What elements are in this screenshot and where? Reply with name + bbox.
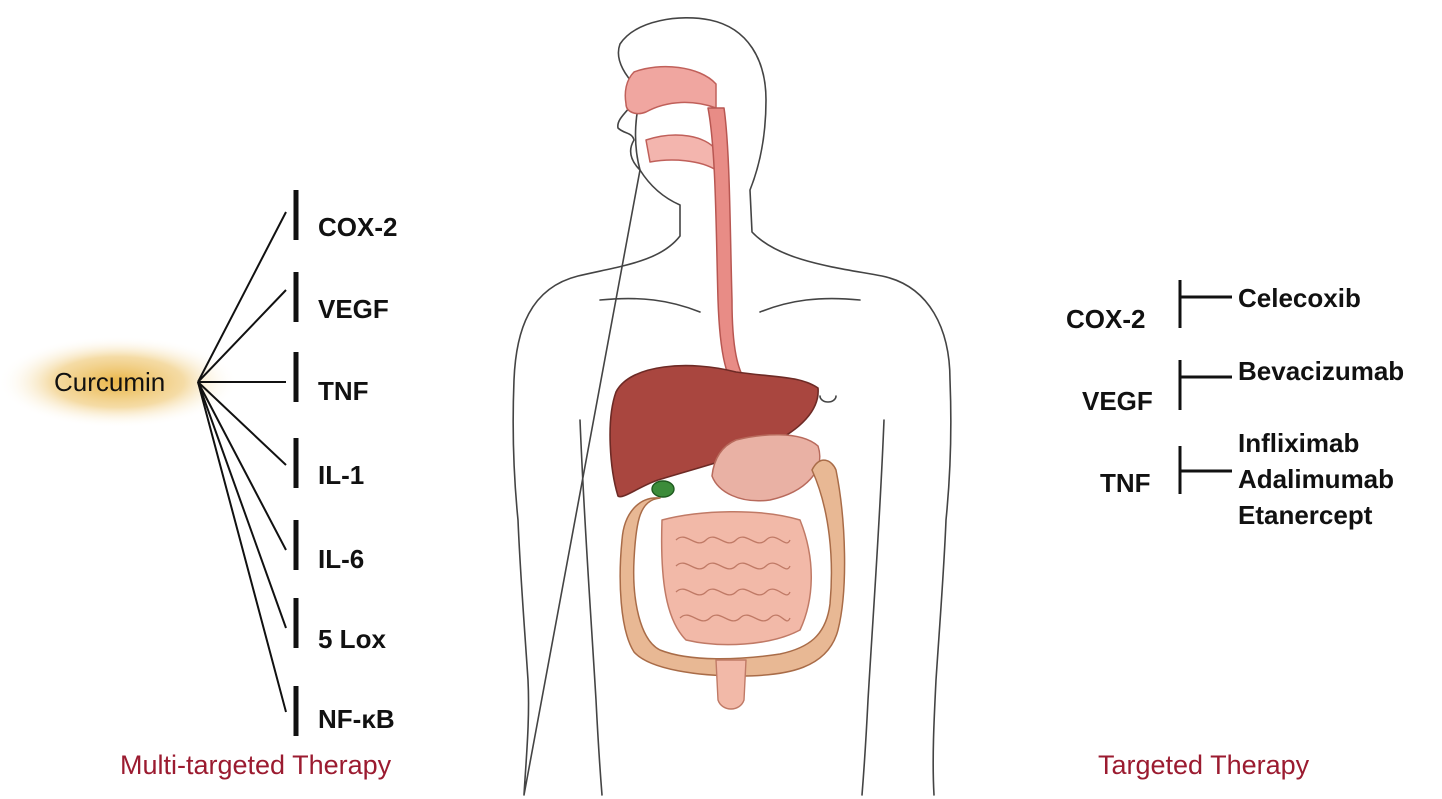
- target-label-tnf: TNF: [318, 378, 369, 404]
- connector-cox2: [198, 212, 286, 382]
- rectum: [716, 660, 746, 709]
- drug-label-adalimumab: Adalimumab: [1238, 466, 1394, 492]
- collarbone-right: [760, 299, 860, 313]
- multi-targeted-caption: Multi-targeted Therapy: [120, 752, 391, 779]
- drug-label-bevacizumab: Bevacizumab: [1238, 358, 1404, 384]
- targeted-label-vegf: VEGF: [1082, 388, 1153, 414]
- esophagus: [708, 108, 746, 388]
- left-arm-inner: [580, 420, 602, 795]
- target-label-vegf: VEGF: [318, 296, 389, 322]
- target-label-cox2: COX-2: [318, 214, 397, 240]
- stomach: [712, 435, 820, 501]
- right-arm-inner: [862, 420, 884, 795]
- drug-label-infliximab: Infliximab: [1238, 430, 1359, 456]
- nipple-right: [820, 396, 836, 402]
- target-label-5lox: 5 Lox: [318, 626, 386, 652]
- connector-vegf: [198, 290, 286, 382]
- connector-5lox: [198, 382, 286, 628]
- curcumin-connectors: [198, 212, 286, 712]
- throat: [646, 135, 716, 170]
- targeted-caption: Targeted Therapy: [1098, 752, 1309, 779]
- targeted-label-cox2: COX-2: [1066, 306, 1145, 332]
- gallbladder: [652, 481, 674, 497]
- digestive-organs: [610, 67, 845, 709]
- small-intestine: [662, 512, 812, 645]
- target-label-il1: IL-1: [318, 462, 364, 488]
- connector-il1: [198, 382, 286, 465]
- target-label-il6: IL-6: [318, 546, 364, 572]
- targeted-label-tnf: TNF: [1100, 470, 1151, 496]
- nasal-oral-cavity: [625, 67, 716, 114]
- targeted-inhibitors: [1180, 280, 1232, 494]
- curcumin-label: Curcumin: [54, 369, 165, 395]
- connector-nfkb: [198, 382, 286, 712]
- drug-label-celecoxib: Celecoxib: [1238, 285, 1361, 311]
- connector-il6: [198, 382, 286, 550]
- drug-label-etanercept: Etanercept: [1238, 502, 1372, 528]
- target-label-nfkb: NF-κB: [318, 706, 395, 732]
